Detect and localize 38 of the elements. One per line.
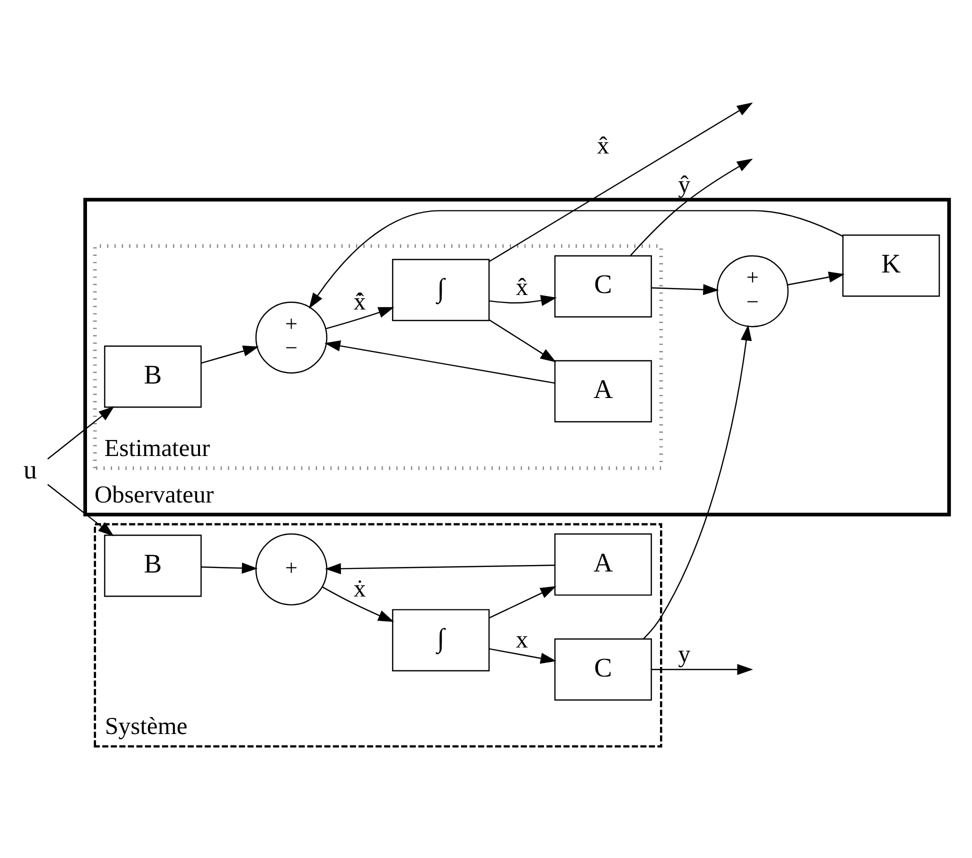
node-box: ∫ <box>392 258 490 321</box>
arrow <box>325 562 555 574</box>
arrow <box>47 484 114 536</box>
edge-label: x̂ <box>516 273 528 300</box>
node-circle: + − <box>255 301 328 374</box>
arrow <box>324 340 555 384</box>
arrow <box>201 562 258 574</box>
arrow <box>488 586 556 618</box>
edge-label: x̂ <box>597 132 610 159</box>
node-box: B <box>104 345 202 408</box>
edge-label: ŷ <box>678 170 690 198</box>
arrow <box>47 406 114 459</box>
arrow <box>488 102 753 262</box>
arrow <box>652 284 720 295</box>
node-circle: + − <box>716 254 789 327</box>
edge-label: ẋ <box>354 574 366 602</box>
arrow <box>489 294 557 306</box>
arrow <box>488 318 556 362</box>
edge-label: x <box>516 626 528 654</box>
node-circle: + <box>255 532 328 605</box>
arrow <box>489 648 556 664</box>
node-box: C <box>554 638 652 700</box>
arrow <box>643 324 752 639</box>
arrow <box>652 663 754 675</box>
node-box: ∫ <box>392 608 490 671</box>
arrow <box>326 306 394 329</box>
node-box: A <box>554 532 652 596</box>
arrow <box>308 210 843 308</box>
node-box: C <box>554 254 652 317</box>
node-box: K <box>842 234 940 296</box>
arrow <box>201 345 259 364</box>
node-text: u <box>24 454 37 484</box>
node-box: A <box>554 360 652 422</box>
edge-label: y <box>678 640 690 668</box>
edge-label: x̂̇ <box>354 288 366 316</box>
node-box: B <box>104 534 202 596</box>
arrow <box>787 271 845 285</box>
arrow <box>322 586 394 622</box>
